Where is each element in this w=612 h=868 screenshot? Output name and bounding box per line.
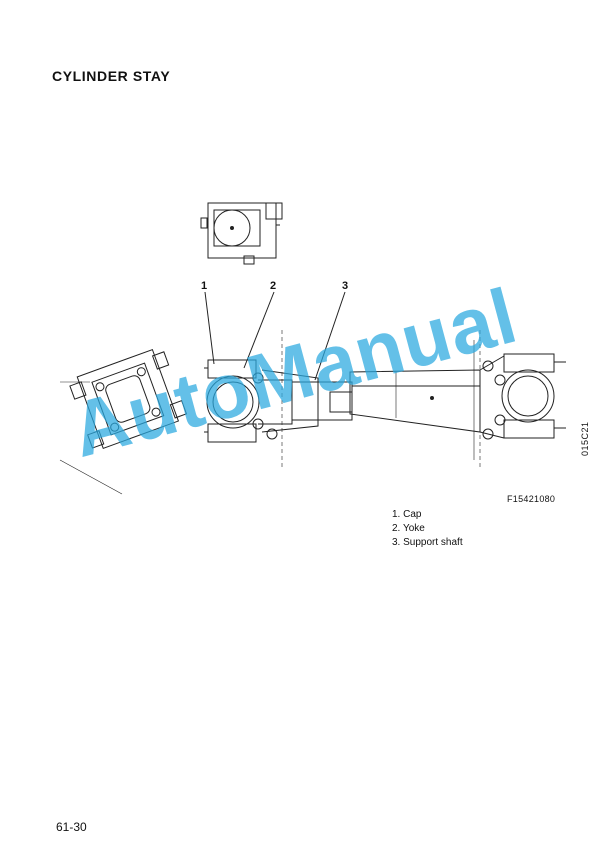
legend-item-cap: 1. Cap <box>392 509 422 520</box>
callout-1: 1 <box>201 280 208 292</box>
end-view-top <box>200 202 283 265</box>
end-view-left <box>69 348 188 450</box>
legend-item-support-shaft: 3. Support shaft <box>392 537 463 548</box>
callout-3: 3 <box>342 280 349 292</box>
legend-item-yoke: 2. Yoke <box>392 523 425 534</box>
leader-line-3 <box>314 291 346 381</box>
callout-2: 2 <box>270 280 277 292</box>
main-side-view <box>204 330 566 470</box>
leader-line-2 <box>243 291 275 369</box>
leader-line-1 <box>204 291 215 365</box>
side-code: 015C21 <box>580 421 590 456</box>
page-title: CYLINDER STAY <box>52 68 171 84</box>
page-number: 61-30 <box>56 820 87 834</box>
legend: 1. Cap 2. Yoke 3. Support shaft <box>392 508 463 550</box>
figure-code: F15421080 <box>507 494 556 504</box>
